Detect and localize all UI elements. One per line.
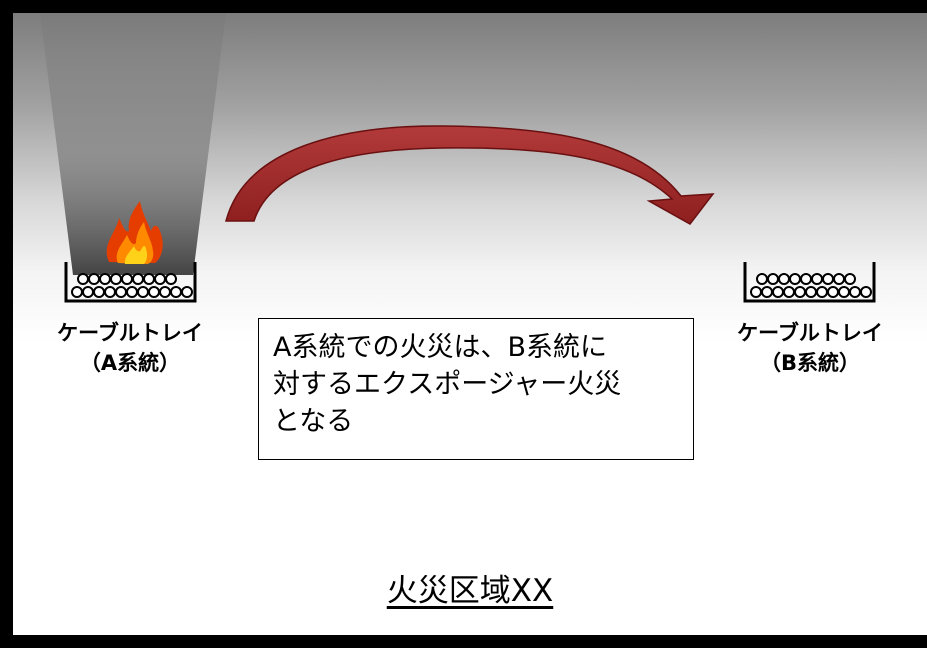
tray-b-name: ケーブルトレイ (737, 321, 883, 345)
explanation-line-1: A系統での火災は、B系統に (273, 332, 607, 363)
tray-b-system: （B系統） (759, 351, 860, 375)
fire-area: ケーブルトレイ （A系統） ケーブルトレイ （B系統） A系統での火災は、B系統… (13, 13, 927, 635)
explanation-box: A系統での火災は、B系統に 対するエクスポージャー火災 となる (258, 318, 694, 460)
tray-a-name: ケーブルトレイ (57, 321, 203, 345)
cable-tray-icon (743, 262, 876, 303)
cable-tray-icon (64, 262, 197, 303)
explanation-line-2: 対するエクスポージャー火災 (273, 369, 622, 400)
tray-a-system: （A系統） (79, 351, 181, 375)
smoke-plume (40, 13, 226, 275)
curved-arrow-icon (225, 125, 715, 225)
fire-icon (106, 201, 163, 264)
tray-a-label: ケーブルトレイ （A系統） (30, 318, 230, 378)
diagram-art (40, 13, 876, 303)
tray-b-label: ケーブルトレイ （B系統） (710, 318, 910, 378)
fire-zone-title: 火災区域XX (13, 565, 927, 610)
explanation-line-3: となる (273, 406, 354, 437)
fire-zone-label: 火災区域XX (386, 573, 554, 609)
